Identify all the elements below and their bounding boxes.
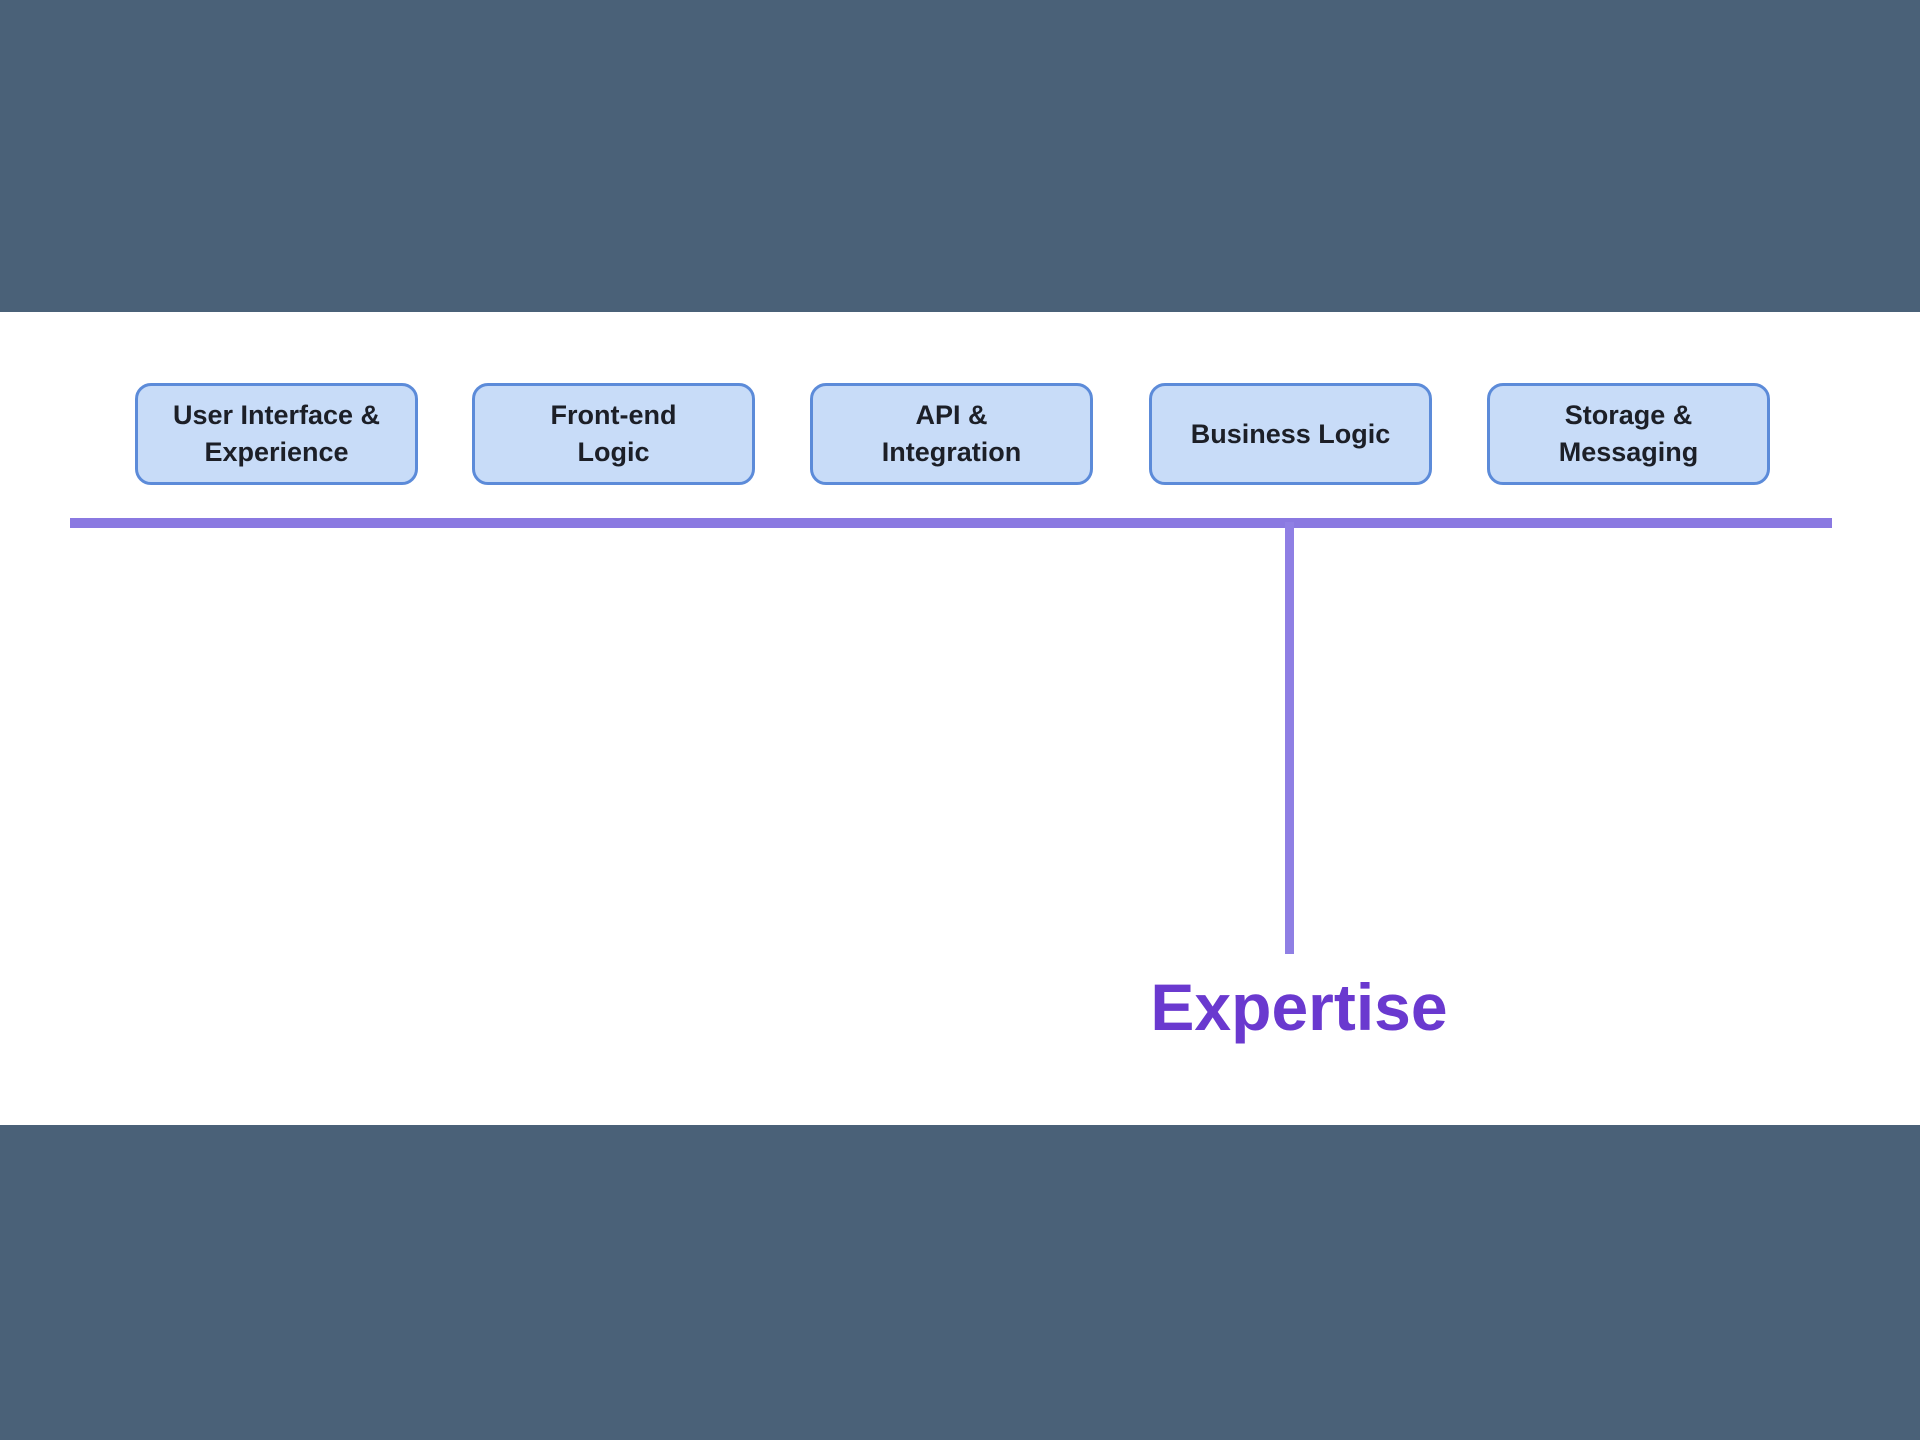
node-business-logic[interactable]: Business Logic xyxy=(1149,383,1432,485)
node-label-line: User Interface & xyxy=(172,400,381,430)
node-front-end-logic[interactable]: Front-end Logic xyxy=(472,383,755,485)
node-label-line: Business Logic xyxy=(1190,418,1391,449)
node-storage-messaging[interactable]: Storage & Messaging xyxy=(1487,383,1770,485)
node-user-interface-experience[interactable]: User Interface & Experience xyxy=(135,383,418,485)
node-label-line: Storage & xyxy=(1564,400,1693,430)
node-api-integration[interactable]: API & Integration xyxy=(810,383,1093,485)
node-label-line: API & xyxy=(915,400,988,430)
node-label-line: Integration xyxy=(881,437,1022,467)
bottom-band xyxy=(0,1125,1920,1440)
root-label-expertise: Expertise xyxy=(1150,970,1448,1044)
node-label-line: Front-end xyxy=(550,400,677,430)
node-label-line: Experience xyxy=(204,437,349,467)
node-label-line: Logic xyxy=(577,437,650,467)
node-label-line: Messaging xyxy=(1558,437,1699,467)
root-vertical-connector xyxy=(1285,522,1294,954)
top-band xyxy=(0,0,1920,312)
branch-horizontal-connector xyxy=(70,518,1832,528)
